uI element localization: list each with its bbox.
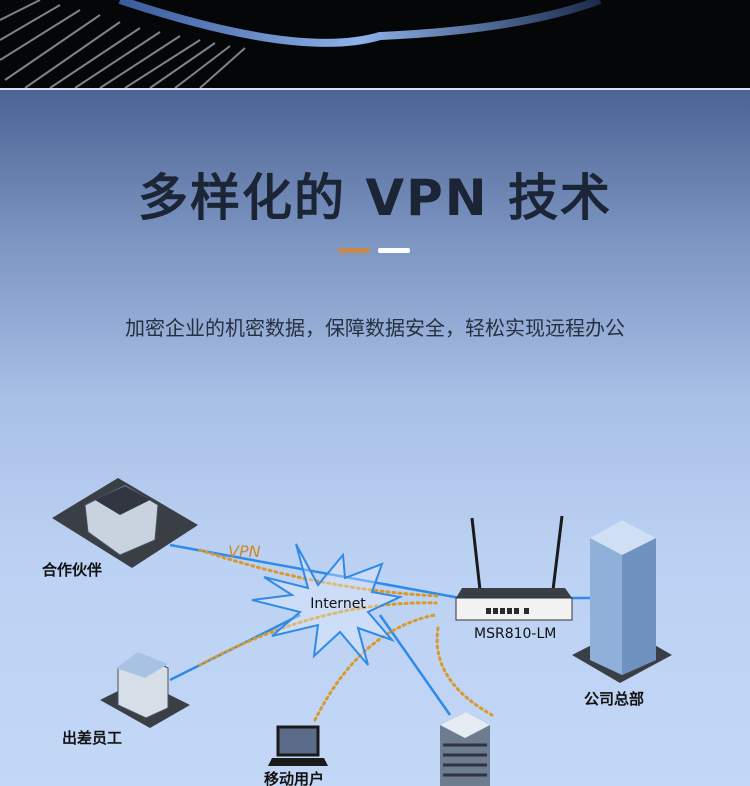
house-icon [100, 652, 190, 728]
internet-cloud-icon [251, 543, 404, 666]
page-subtitle: 加密企业的机密数据，保障数据安全，轻松实现远程办公 [125, 316, 625, 340]
traveling-staff-label: 出差员工 [62, 729, 122, 747]
divider-line [0, 88, 750, 90]
page-title: 多样化的 VPN 技术 [137, 169, 612, 227]
speaker-grille-graphic [0, 0, 602, 88]
router-icon [455, 515, 573, 621]
vpn-tunnels [198, 548, 494, 722]
partner-building-icon [52, 478, 198, 568]
internet-label: Internet [310, 596, 366, 612]
mobile-user-label: 移动用户 [264, 770, 324, 786]
accent-bar-orange [338, 248, 370, 253]
headquarters-label: 公司总部 [584, 690, 644, 708]
vpn-label: VPN [228, 542, 261, 561]
headquarters-building-icon [572, 520, 672, 683]
partner-label: 合作伙伴 [41, 561, 102, 579]
router-model-label: MSR810-LM [474, 626, 556, 642]
accent-bar-white [378, 248, 410, 253]
server-tower-icon [440, 712, 490, 786]
hero-banner-image [0, 0, 750, 88]
laptop-icon [268, 725, 328, 766]
